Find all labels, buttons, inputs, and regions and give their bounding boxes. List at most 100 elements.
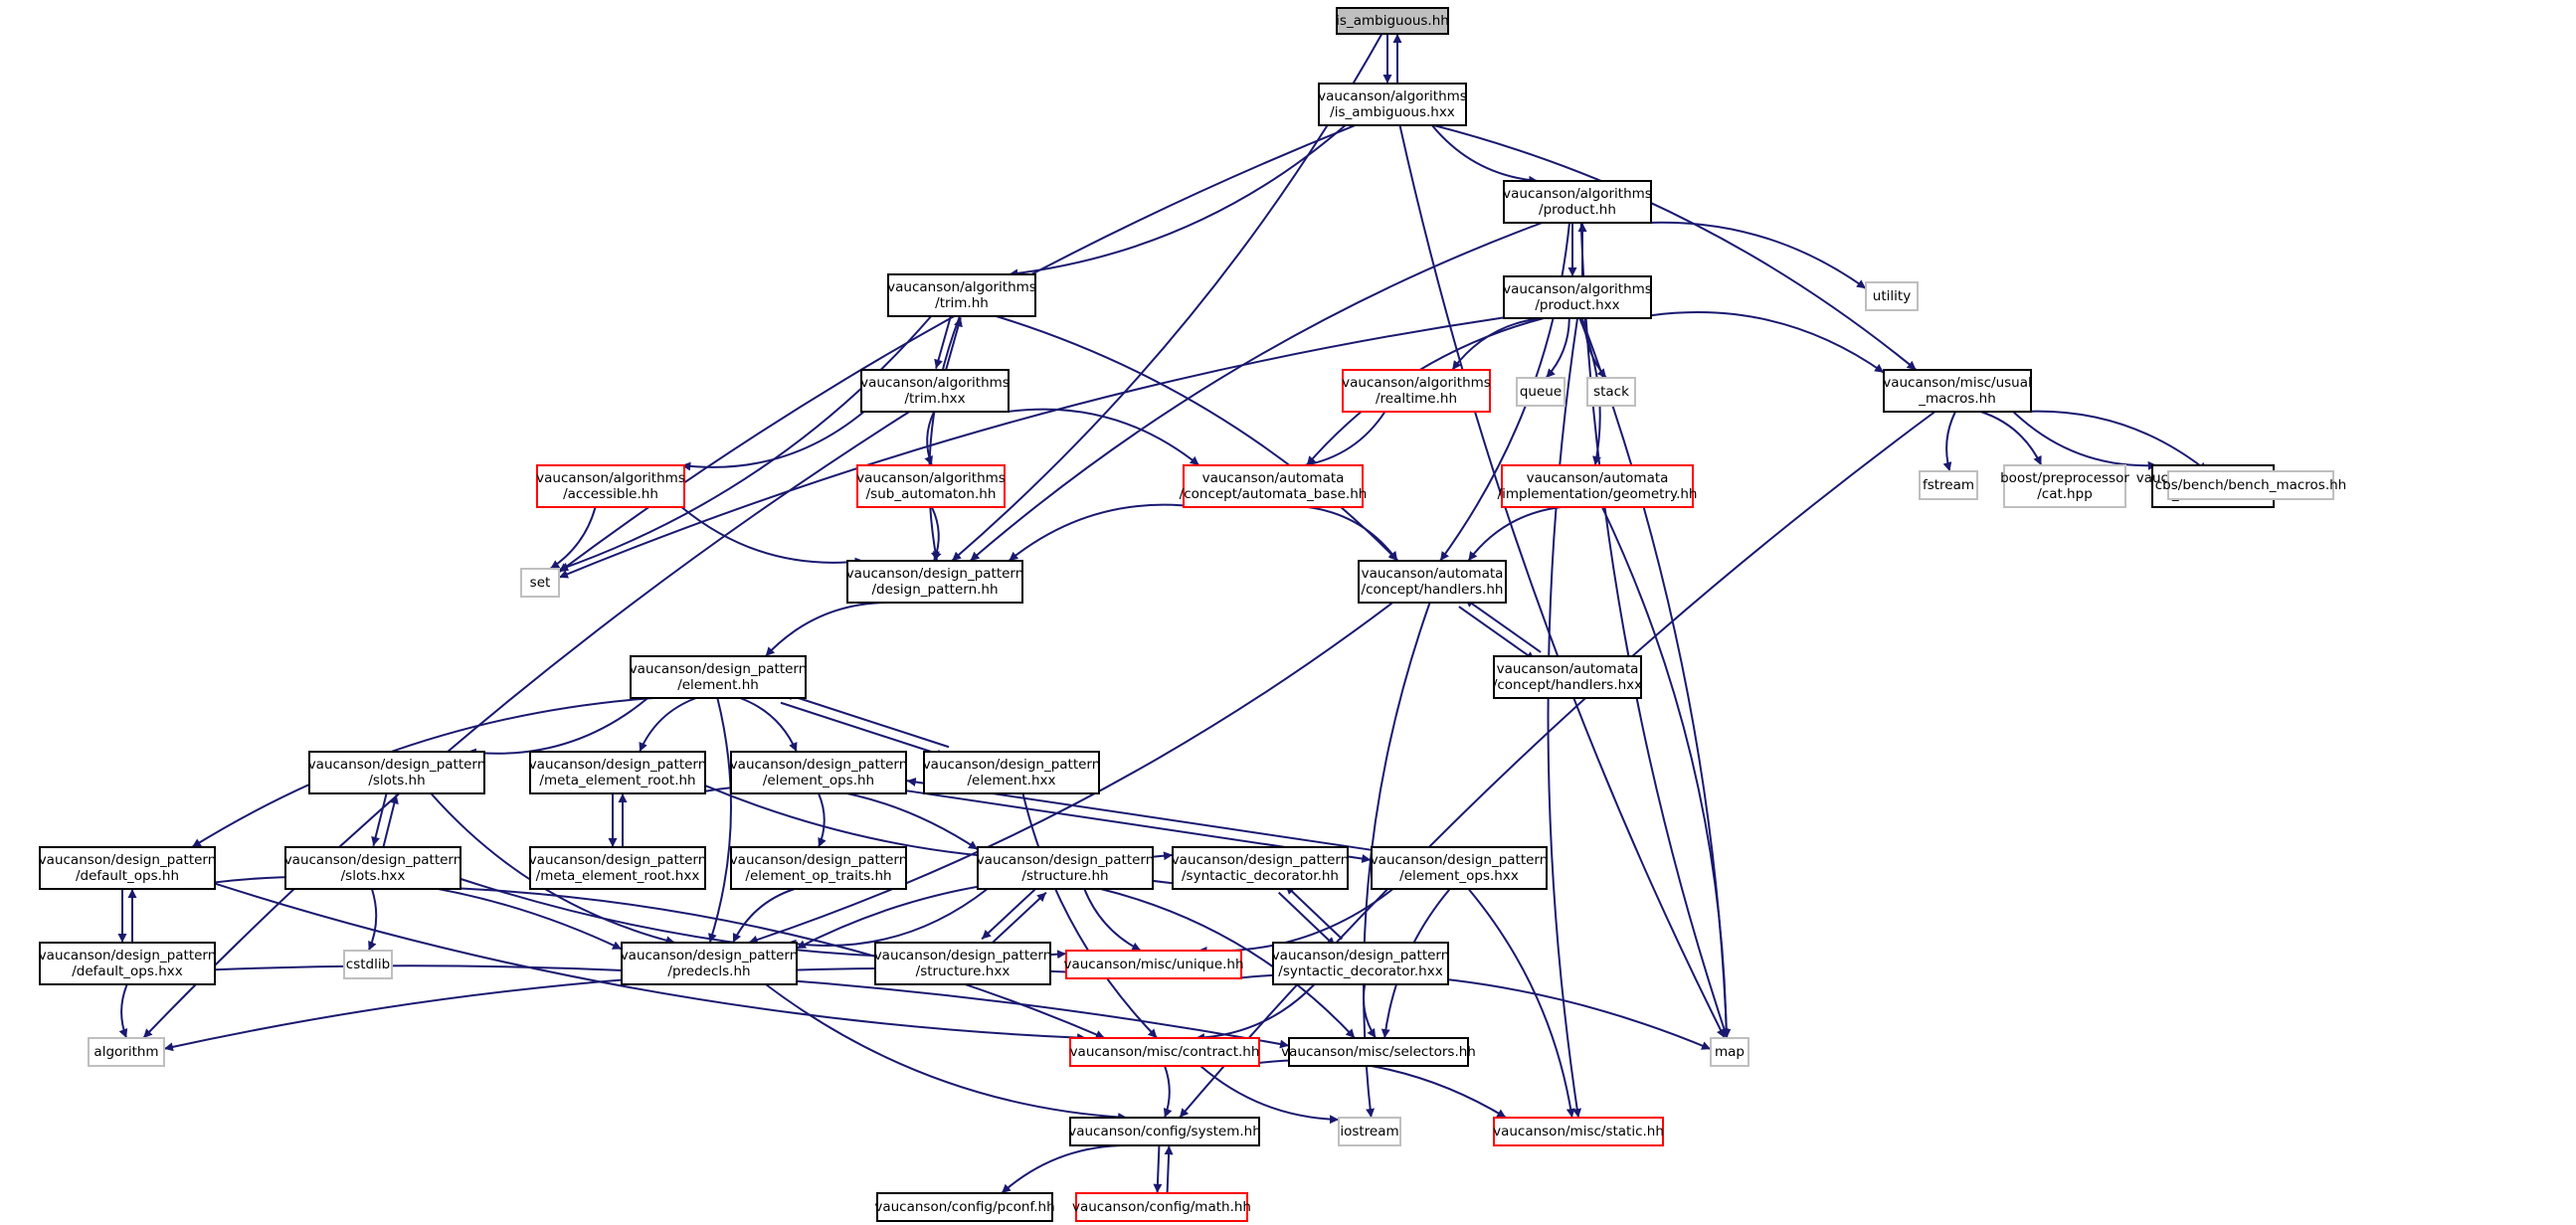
node-vaucanson-automata-concept-handlers-hxx[interactable]: vaucanson/automata/concept/handlers.hxx [1493, 655, 1642, 699]
node-is-ambiguous-hh[interactable]: is_ambiguous.hh [1336, 7, 1449, 35]
node-vaucanson-automata-concept-automata-base-hh[interactable]: vaucanson/automata/concept/automata_base… [1180, 464, 1368, 508]
edge-line [944, 317, 963, 372]
node-vaucanson-design-pattern-syntactic-decorator-hxx[interactable]: vaucanson/design_pattern/syntactic_decor… [1272, 942, 1450, 985]
node-box [1586, 377, 1636, 407]
node-label-line: /element_op_traits.hh [745, 868, 891, 884]
node-vaucanson-algorithms-trim-hh[interactable]: vaucanson/algorithms/trim.hh [887, 273, 1036, 317]
node-box [1336, 7, 1449, 35]
edge-line [732, 888, 796, 944]
node-label-line: vaucanson/config/pconf.hh [874, 1199, 1054, 1215]
node-vaucanson-design-pattern-element-hxx[interactable]: vaucanson/design_pattern/element.hxx [923, 751, 1101, 794]
node-vaucanson-design-pattern-element-hh[interactable]: vaucanson/design_pattern/element.hh [630, 655, 808, 699]
edge-n33-to-n40 [1083, 888, 1142, 952]
node-vaucanson-design-pattern-default-ops-hxx[interactable]: vaucanson/design_pattern/default_ops.hxx [39, 942, 217, 985]
node-vaucanson-design-pattern-slots-hxx[interactable]: vaucanson/design_pattern/slots.hxx [284, 846, 462, 890]
node-label-line: cstdlib [346, 957, 390, 972]
node-vaucanson-design-pattern-element-ops-hh[interactable]: vaucanson/design_pattern/element_ops.hh [730, 751, 908, 794]
node-label-line: vaucanson/misc/unique.hh [1063, 957, 1243, 972]
node-vaucanson-misc-unique-hh[interactable]: vaucanson/misc/unique.hh [1063, 950, 1244, 979]
node-vaucanson-design-pattern-slots-hh[interactable]: vaucanson/design_pattern/slots.hh [308, 751, 486, 794]
edge-line [1284, 884, 1344, 941]
edge-n5-to-n20 [558, 315, 932, 572]
node-label-line: vaucanson/algorithms [1342, 375, 1491, 391]
node-vaucanson-algorithms-trim-hxx[interactable]: vaucanson/algorithms/trim.hxx [860, 369, 1010, 413]
edge-n25-to-n30 [371, 791, 388, 847]
edge-line [934, 314, 953, 369]
node-vaucanson-algorithms-product-hxx[interactable]: vaucanson/algorithms/product.hxx [1503, 275, 1652, 319]
edge-line [558, 315, 932, 572]
edge-line [1431, 124, 1539, 185]
edge-line [1458, 606, 1536, 661]
node-box [2003, 464, 2126, 508]
node-label-line: /design_pattern.hh [871, 582, 998, 598]
node-box [520, 568, 560, 598]
edge-line [1008, 503, 1199, 562]
node-vaucanson-config-pconf-hh[interactable]: vaucanson/config/pconf.hh [874, 1192, 1055, 1222]
node-vaucanson-automata-implementation-geometry-hh[interactable]: vaucanson/automata/implementation/geomet… [1498, 464, 1698, 508]
node-vaucanson-design-pattern-structure-hxx[interactable]: vaucanson/design_pattern/structure.hxx [874, 942, 1052, 985]
edge-line [1646, 221, 1867, 289]
node-vaucanson-algorithms-is-ambiguous-hxx[interactable]: vaucanson/algorithms/is_ambiguous.hxx [1318, 83, 1467, 126]
node-box [1371, 846, 1548, 890]
node-iostream: iostream [1338, 1117, 1401, 1146]
node-label-line: /product.hh [1539, 202, 1616, 218]
node-vaucanson-design-pattern-element-ops-hxx[interactable]: vaucanson/design_pattern/element_ops.hxx [1371, 846, 1549, 890]
node-vaucanson-design-pattern-default-ops-hh[interactable]: vaucanson/design_pattern/default_ops.hh [39, 846, 217, 890]
edge-line [1009, 124, 1347, 278]
node-label-line: set [530, 575, 551, 591]
node-vaucanson-design-pattern-syntactic-decorator-hh[interactable]: vaucanson/design_pattern/syntactic_decor… [1172, 846, 1350, 890]
node-vaucanson-misc-static-hh[interactable]: vaucanson/misc/static.hh [1493, 1117, 1664, 1146]
node-vaucanson-algorithms-accessible-hh[interactable]: vaucanson/algorithms/accessible.hh [536, 464, 685, 508]
node-vaucanson-algorithms-product-hh[interactable]: vaucanson/algorithms/product.hh [1503, 180, 1652, 224]
edge-n8-to-n14 [1304, 411, 1386, 468]
node-box [88, 1037, 165, 1067]
node-box [1342, 369, 1491, 413]
node-vaucanson-design-pattern-structure-hh[interactable]: vaucanson/design_pattern/structure.hh [977, 846, 1155, 890]
edge-n3-to-n4 [1646, 221, 1867, 289]
node-box [1493, 1117, 1664, 1146]
node-vaucanson-design-pattern-design-pattern-hh[interactable]: vaucanson/design_pattern/design_pattern.… [846, 560, 1024, 604]
edge-line [1362, 983, 1378, 1039]
node-vaucanson-algorithms-sub-automaton-hh[interactable]: vaucanson/algorithms/sub_automaton.hh [856, 464, 1006, 508]
node-box [1075, 1192, 1248, 1222]
edge-n11-to-n16 [1942, 411, 1956, 472]
edge-n5-to-n7 [934, 314, 953, 369]
edge-n41-to-n34 [1284, 884, 1344, 941]
edge-line [466, 697, 648, 758]
node-fstream: fstream [1919, 470, 1978, 500]
edge-n7-to-n14 [1008, 408, 1200, 466]
edge-line [191, 697, 654, 848]
edge-n23-to-n25 [466, 697, 648, 758]
node-box [1338, 1117, 1401, 1146]
edge-line [1100, 888, 1356, 1039]
node-vaucanson-design-pattern-meta-element-root-hxx[interactable]: vaucanson/design_pattern/meta_element_ro… [529, 846, 707, 890]
edge-line [748, 602, 1393, 945]
node-vaucanson-misc-selectors-hh[interactable]: vaucanson/misc/selectors.hh [1281, 1037, 1476, 1067]
node-vaucanson-misc-usual-macros-hh[interactable]: vaucanson/misc/usual_macros.hh [1883, 369, 2032, 413]
node-vaucanson-design-pattern-element-op-traits-hh[interactable]: vaucanson/design_pattern/element_op_trai… [730, 846, 908, 890]
edge-line [214, 882, 1087, 1043]
node-vaucanson-config-math-hh[interactable]: vaucanson/config/math.hh [1072, 1192, 1251, 1222]
edge-n12-to-n20 [549, 506, 597, 570]
edge-n44-to-n48 [1236, 1059, 1507, 1119]
node-vaucanson-design-pattern-meta-element-root-hh[interactable]: vaucanson/design_pattern/meta_element_ro… [529, 751, 707, 794]
node-vaucanson-automata-concept-handlers-hh[interactable]: vaucanson/automata/concept/handlers.hh [1358, 560, 1507, 604]
node-map: map [1710, 1037, 1749, 1067]
node-box [977, 846, 1154, 890]
node-vaucanson-algorithms-realtime-hh[interactable]: vaucanson/algorithms/realtime.hh [1342, 369, 1491, 413]
node-label-line: vaucanson/design_pattern [308, 757, 486, 773]
edge-line [1179, 411, 1936, 1119]
node-vaucanson-design-pattern-predecls-hh[interactable]: vaucanson/design_pattern/predecls.hh [621, 942, 799, 985]
node-box [1516, 377, 1565, 407]
node-label-line: vaucanson/misc/contract.hh [1070, 1044, 1260, 1060]
node-layer: is_ambiguous.hh vaucanson/algorithms/is_a… [39, 7, 2346, 1222]
node-vaucanson-config-system-hh[interactable]: vaucanson/config/system.hh [1068, 1117, 1261, 1146]
node-box [1503, 180, 1652, 224]
edge-line [783, 691, 950, 749]
node-box [860, 369, 1010, 413]
edge-n6-to-n48 [1547, 317, 1582, 1119]
edge-line [996, 315, 1399, 562]
node-vaucanson-misc-contract-hh[interactable]: vaucanson/misc/contract.hh [1069, 1037, 1260, 1067]
node-label-line: /concept/handlers.hh [1362, 582, 1504, 598]
